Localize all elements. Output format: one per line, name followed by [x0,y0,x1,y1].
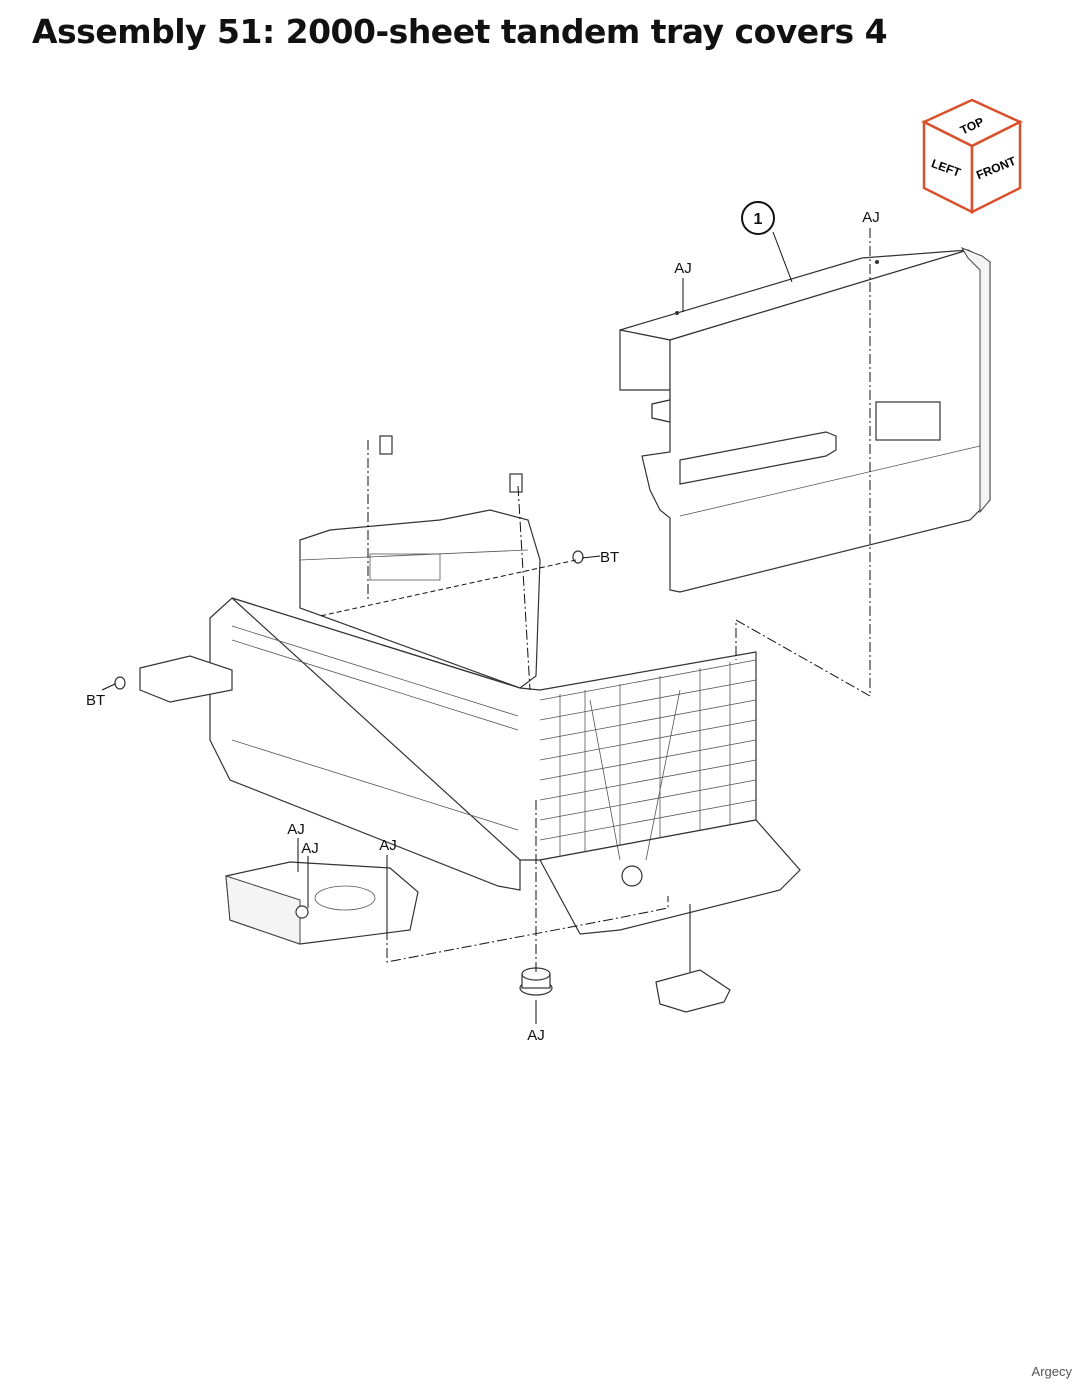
clip-part [379,435,393,455]
callout-aj-motor-1: AJ [287,821,305,838]
callout-aj-motor-2: AJ [301,840,319,857]
washer-part [572,550,584,564]
callout-aj-gear: AJ [527,1027,545,1044]
callout-bt-right: BT [600,549,619,566]
washer-part [114,676,126,690]
callout-bt-left: BT [86,692,105,709]
gear-part [519,967,553,996]
bracket-part [655,969,731,1013]
clip-part [509,473,523,493]
page-title: Assembly 51: 2000-sheet tandem tray cove… [32,12,888,51]
watermark: Argecy [1031,1364,1072,1379]
callout-aj-motor-3: AJ [379,837,397,854]
callout-item-1-label: 1 [754,211,763,228]
tray-frame-part [139,509,801,935]
orientation-cube-icon: TOP LEFT FRONT [921,98,1023,215]
callout-aj-top-right: AJ [862,209,880,226]
leader-lines [101,228,871,1024]
callout-aj-cover: AJ [674,260,692,277]
callout-item-1: 1 [741,201,775,235]
motor-assembly-part [225,861,419,945]
tray-cover-part [619,246,991,593]
